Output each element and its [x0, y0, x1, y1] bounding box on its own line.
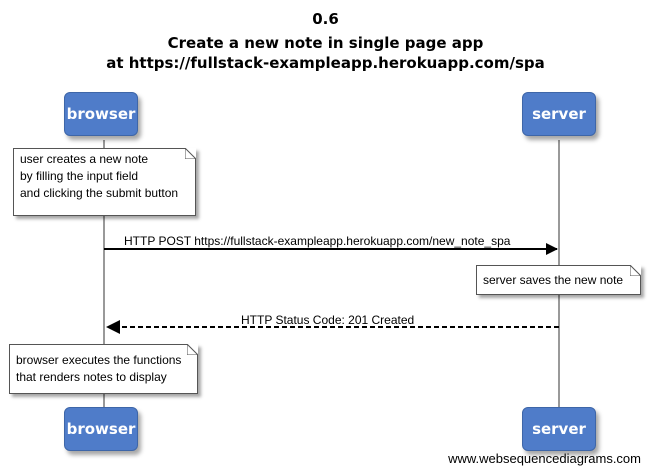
diagram-title-line-1: 0.6	[312, 10, 339, 28]
note-line: and clicking the submit button	[20, 186, 179, 200]
note-line: server saves the new note	[483, 273, 624, 287]
diagram-title-line-2: Create a new note in single page app	[167, 34, 484, 52]
note-line: user creates a new note	[20, 152, 149, 166]
note-fold-icon	[187, 344, 198, 355]
note-user-creates: user creates a new note by filling the i…	[13, 148, 196, 216]
note-line: that renders notes to display	[16, 370, 167, 384]
post-message-label: HTTP POST https://fullstack-exampleapp.h…	[124, 234, 511, 248]
response-arrowhead	[106, 320, 120, 334]
note-fold-icon	[185, 148, 196, 159]
actor-server-top: server	[522, 92, 596, 136]
actor-browser-bottom: browser	[64, 407, 138, 451]
response-message-label: HTTP Status Code: 201 Created	[241, 313, 415, 327]
note-fold-icon	[630, 265, 641, 276]
note-browser-executes: browser executes the functions that rend…	[9, 344, 198, 394]
diagram-title-line-3: at https://fullstack-exampleapp.herokuap…	[106, 54, 545, 72]
actor-browser-top: browser	[64, 92, 138, 136]
note-line: by filling the input field	[20, 169, 139, 183]
note-server-saves: server saves the new note	[476, 265, 641, 295]
actor-server-bottom: server	[522, 407, 596, 451]
note-line: browser executes the functions	[16, 353, 182, 367]
footer-credit: www.websequencediagrams.com	[448, 451, 641, 466]
